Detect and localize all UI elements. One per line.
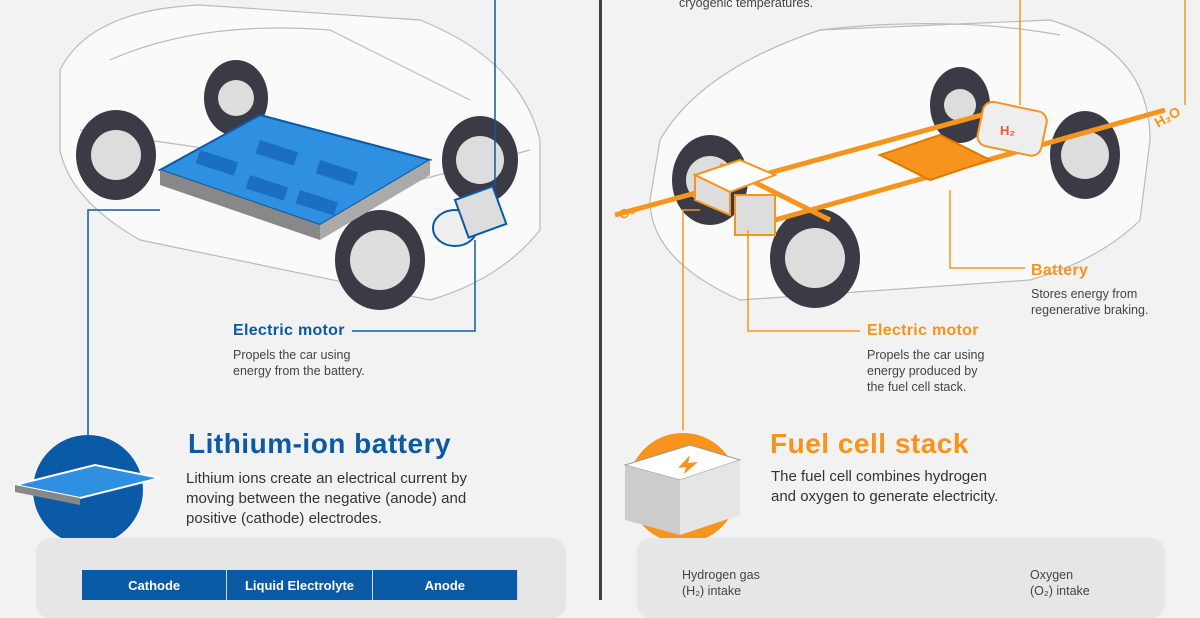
body-line: and oxygen to generate electricity. <box>771 488 999 505</box>
desc-line: (H₂) intake <box>682 584 742 598</box>
battery-label: Battery <box>1031 262 1089 279</box>
desc-line: Propels the car using <box>233 348 351 362</box>
oxygen-intake-label: Oxygen (O₂) intake <box>1030 567 1090 599</box>
electric-motor-label: Electric motor <box>233 322 345 339</box>
header-cathode: Cathode <box>82 570 228 600</box>
desc-line: Oxygen <box>1030 568 1074 582</box>
battery-electric-car-diagram <box>14 0 541 600</box>
desc-line: regenerative braking. <box>1031 303 1149 317</box>
header-electrolyte: Liquid Electrolyte <box>227 570 373 600</box>
body-line: The fuel cell combines hydrogen <box>771 468 987 485</box>
fuel-cell-car-diagram: H₂ H₂O O₂ <box>614 0 1186 558</box>
battery-description: Stores energy from regenerative braking. <box>1031 286 1148 318</box>
fuel-cell-body: The fuel cell combines hydrogen and oxyg… <box>771 467 998 507</box>
fuel-cell-title: Fuel cell stack <box>770 428 969 459</box>
fuel-cell-icon-badge <box>623 433 742 558</box>
fuel-cell-stack <box>692 158 778 217</box>
lithium-ion-title: Lithium-ion battery <box>188 428 452 459</box>
battery-pack <box>877 133 993 182</box>
desc-line: Hydrogen gas <box>682 568 760 582</box>
header-anode: Anode <box>373 570 518 600</box>
electric-motor-description: Propels the car using energy from the ba… <box>233 347 365 379</box>
h2-label: H₂ <box>1000 123 1015 138</box>
body-line: positive (cathode) electrodes. <box>186 510 382 527</box>
electric-motor <box>734 194 776 236</box>
top-description: cryogenic temperatures. <box>679 0 814 10</box>
electric-motor-label: Electric motor <box>867 322 979 339</box>
section-divider <box>599 0 602 600</box>
hydrogen-tank <box>976 100 1048 157</box>
desc-line: energy produced by <box>867 364 978 378</box>
lithium-ion-body: Lithium ions create an electrical curren… <box>186 469 467 529</box>
electrode-table-header: Cathode Liquid Electrolyte Anode <box>82 570 518 600</box>
desc-line: Propels the car using <box>867 348 985 362</box>
body-line: moving between the negative (anode) and <box>186 490 467 507</box>
h2o-label: H₂O <box>1152 103 1184 131</box>
o2-label: O₂ <box>616 202 637 223</box>
desc-line: (O₂) intake <box>1030 584 1090 598</box>
body-line: Lithium ions create an electrical curren… <box>186 470 467 487</box>
desc-line: energy from the battery. <box>233 364 365 378</box>
electric-motor-description: Propels the car using energy produced by… <box>867 347 984 395</box>
desc-line: Stores energy from <box>1031 287 1138 301</box>
electric-motor <box>432 185 508 247</box>
desc-line: the fuel cell stack. <box>867 380 967 394</box>
hydrogen-intake-label: Hydrogen gas (H₂) intake <box>682 567 760 599</box>
